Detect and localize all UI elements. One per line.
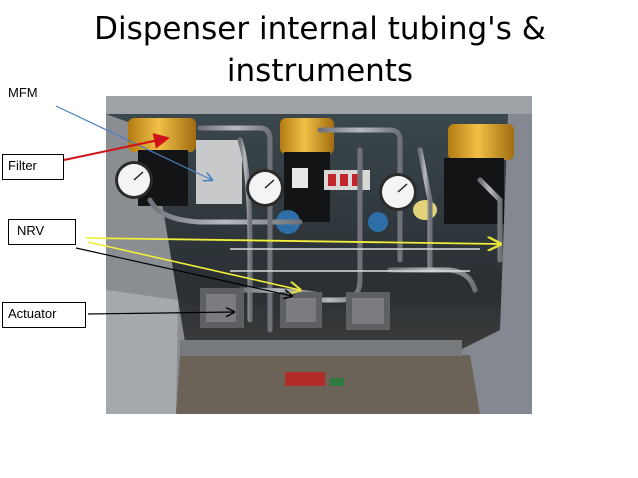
mfm-block	[196, 140, 242, 204]
filter-canister-icon	[444, 124, 514, 224]
debris	[285, 372, 325, 386]
nrv-arrow-yellow-icon	[85, 238, 500, 244]
mfm-label: MFM	[8, 85, 38, 100]
top-frame	[106, 96, 532, 114]
actuator-label: Actuator	[2, 302, 86, 328]
floor	[176, 355, 480, 414]
nrv-arrow-black-icon	[75, 247, 292, 296]
filter-canister-icon	[280, 118, 334, 222]
door-panel	[106, 290, 178, 414]
nrv-arrow-yellow-2-icon	[87, 241, 300, 290]
nrv-label: NRV	[8, 219, 76, 245]
actuator-arrow-icon	[87, 312, 234, 314]
blue-fitting-2	[368, 212, 388, 232]
mfm-arrow-icon	[55, 105, 212, 180]
slide-title: Dispenser internal tubing's & instrument…	[94, 11, 546, 89]
pressure-gauge-icon	[379, 173, 417, 211]
filter-arrow-icon	[63, 133, 170, 161]
yellow-fitting	[413, 200, 437, 220]
right-side-panel	[460, 114, 532, 414]
tubing-highlight	[230, 248, 480, 272]
pressure-gauge-icon	[115, 161, 153, 199]
filter-label: Filter	[2, 154, 64, 180]
pressure-gauge-icon	[246, 169, 284, 207]
bottom-rail	[180, 340, 462, 356]
actuator-block	[200, 288, 390, 330]
debris-2	[330, 378, 344, 386]
